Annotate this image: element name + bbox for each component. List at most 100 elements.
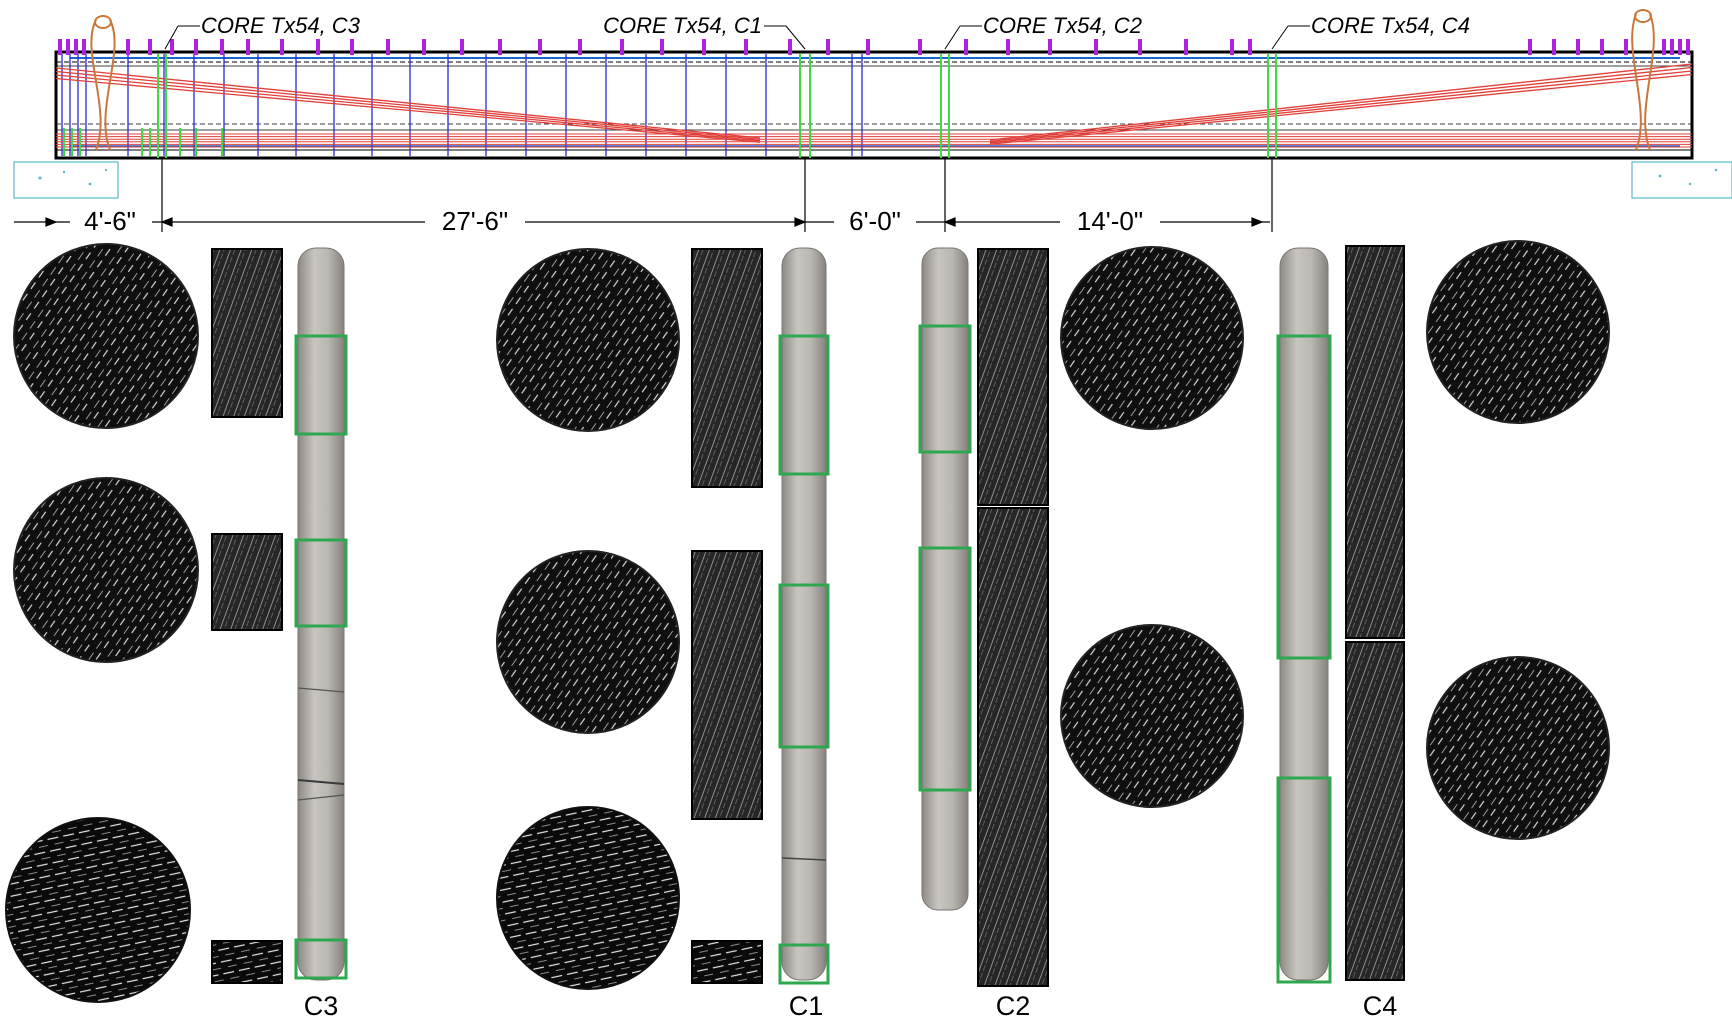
top-mark — [246, 39, 250, 55]
core-group-c1: C1 — [496, 247, 830, 1021]
ct-window-c1-bottom — [778, 943, 830, 985]
top-mark — [918, 39, 922, 55]
ct-slice-c1-bottom — [496, 806, 680, 990]
ct-slice-c1-middle — [496, 550, 680, 734]
harped-strand-right — [989, 70, 1693, 144]
callout-c3-text: CORE Tx54, C3 — [201, 13, 361, 38]
core-callouts: CORE Tx54, C3 CORE Tx54, C1 CORE Tx54, C… — [164, 13, 1470, 50]
top-mark — [1094, 39, 1098, 55]
ct-slice-c3-bottom — [5, 817, 191, 1003]
ct-slice-c3-middle — [13, 477, 199, 663]
ct-window-c3-top — [294, 334, 348, 436]
top-mark — [660, 39, 664, 55]
beam-outline — [54, 50, 1694, 160]
top-mark — [1184, 39, 1188, 55]
prestress-strands — [55, 63, 1693, 148]
dimension-14ft0in: 14'-0" — [1077, 206, 1143, 236]
top-mark — [578, 39, 582, 55]
top-mark — [826, 39, 830, 55]
top-mark — [1248, 39, 1252, 55]
ct-slice-c1-top — [496, 248, 680, 432]
right-bearing-pad — [1631, 161, 1732, 199]
ct-strip-c2-bottom — [977, 507, 1049, 987]
top-mark — [744, 39, 748, 55]
top-mark — [280, 39, 284, 55]
top-mark — [350, 39, 354, 55]
ct-strip-c4-top — [1345, 245, 1405, 639]
top-mark — [1138, 39, 1142, 55]
core-label-c2: C2 — [996, 991, 1031, 1021]
core-photo-c3 — [297, 247, 345, 981]
ct-slice-c3-top — [13, 243, 199, 429]
callout-c3: CORE Tx54, C3 — [164, 13, 361, 50]
harped-strand-right — [989, 73, 1693, 145]
top-mark — [1686, 39, 1690, 55]
top-mark — [1576, 39, 1580, 55]
ct-window-c4-bottom — [1276, 776, 1332, 984]
top-mark — [316, 39, 320, 55]
top-mark — [170, 39, 174, 55]
harped-strand-right — [989, 63, 1693, 141]
core-location-markers — [63, 54, 1277, 158]
ct-strip-c1-bottom — [691, 940, 763, 984]
top-mark — [702, 39, 706, 55]
right-anchorage — [1631, 9, 1655, 151]
callout-c1-text: CORE Tx54, C1 — [603, 13, 762, 38]
top-mark — [220, 39, 224, 55]
core-group-c4: C4 — [1276, 240, 1610, 1021]
dimension-line — [14, 158, 1273, 236]
callout-c4-text: CORE Tx54, C4 — [1311, 13, 1470, 38]
harped-strand-left — [55, 70, 761, 141]
top-mark — [1600, 39, 1604, 55]
top-mark — [1552, 39, 1556, 55]
harped-strand-left — [55, 67, 761, 139]
ct-window-c2-top — [918, 324, 972, 454]
top-mark — [422, 39, 426, 55]
ct-strip-c3-middle — [211, 533, 283, 631]
top-mark — [126, 39, 130, 55]
top-mark — [386, 39, 390, 55]
ct-strip-c3-top — [211, 248, 283, 418]
harped-strand-left — [55, 74, 761, 142]
ct-window-c1-middle — [778, 583, 830, 749]
top-mark — [148, 39, 152, 55]
core-label-c1: C1 — [789, 991, 824, 1021]
core-group-c3: C3 — [5, 243, 348, 1021]
top-mark — [1048, 39, 1052, 55]
core-group-c2: C2 — [918, 246, 1244, 1021]
top-mark — [194, 39, 198, 55]
left-bearing-pad — [13, 161, 119, 199]
top-mark — [620, 39, 624, 55]
top-mark — [964, 39, 968, 55]
top-mark — [1528, 39, 1532, 55]
ct-slice-c2-bottom — [1060, 624, 1244, 808]
ct-window-c3-bottom — [294, 938, 348, 980]
top-mark — [1624, 39, 1628, 55]
ct-window-c2-bottom — [918, 546, 972, 792]
top-mark — [1678, 39, 1682, 55]
core-photo-c1 — [781, 247, 827, 981]
ct-window-c3-middle — [294, 538, 348, 628]
callout-c4: CORE Tx54, C4 — [1271, 13, 1470, 50]
top-mark — [1006, 39, 1010, 55]
top-marks — [58, 39, 1690, 55]
core-photo-c2 — [921, 247, 969, 911]
top-mark — [538, 39, 542, 55]
dimension-27ft6in: 27'-6" — [442, 206, 508, 236]
core-label-c3: C3 — [304, 991, 339, 1021]
callout-c2: CORE Tx54, C2 — [944, 13, 1142, 50]
ct-strip-c2-top — [977, 248, 1049, 506]
ct-strip-c3-bottom — [211, 940, 283, 984]
harped-strand-right — [989, 66, 1693, 143]
ct-slice-c4-top — [1426, 240, 1610, 424]
beam-elevation — [13, 9, 1732, 199]
harped-strand-left — [55, 77, 761, 143]
ct-slice-c2-top — [1060, 246, 1244, 430]
top-mark — [1230, 39, 1234, 55]
core-label-c4: C4 — [1363, 991, 1398, 1021]
callout-c2-text: CORE Tx54, C2 — [983, 13, 1142, 38]
left-anchorage — [90, 15, 116, 151]
ct-slice-c4-bottom — [1426, 656, 1610, 840]
